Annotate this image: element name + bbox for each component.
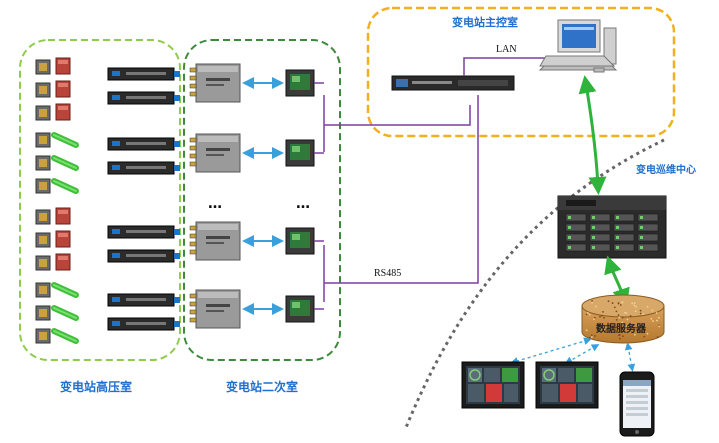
region-label-main-control-room: 变电站主控室	[452, 16, 518, 29]
hv-sensor	[35, 207, 71, 225]
region-label-high-voltage-room: 变电站高压室	[60, 380, 133, 394]
workstation-pc	[538, 19, 618, 73]
client-tablet-2	[535, 361, 599, 409]
database-server	[581, 294, 665, 344]
server-db-link	[604, 255, 630, 307]
db-client-links	[510, 337, 636, 372]
region-label-maintenance-center: 变电巡维中心	[636, 165, 696, 176]
ellipsis-gateways: …	[208, 196, 223, 212]
collector-group	[107, 67, 180, 331]
link-label-lan: LAN	[496, 44, 517, 55]
client-tablet-1	[461, 361, 525, 409]
rs485-bus	[323, 95, 479, 302]
hv-sensor	[35, 282, 79, 298]
collector-module	[107, 137, 180, 151]
ellipsis-displays: …	[296, 196, 311, 212]
network-switch	[391, 75, 515, 91]
collector-module	[107, 293, 180, 307]
main-control-room-box	[366, 6, 676, 138]
region-label-secondary-room: 变电站二次室	[226, 380, 299, 394]
gateway-row	[189, 289, 324, 329]
hv-sensor	[35, 253, 71, 271]
collector-module	[107, 317, 180, 331]
server-rack	[557, 195, 667, 259]
hv-sensor	[35, 230, 71, 248]
gateway-group	[189, 63, 324, 329]
collector-module	[107, 161, 180, 175]
collector-module	[107, 67, 180, 81]
hv-sensor	[35, 178, 79, 194]
secondary-room-box	[183, 39, 341, 361]
hv-sensor	[35, 103, 71, 121]
collector-module	[107, 249, 180, 263]
lan-line	[463, 57, 556, 76]
hv-sensor-group	[35, 57, 79, 344]
pc-server-link	[578, 75, 607, 195]
hv-sensor	[35, 80, 71, 98]
gateway-row	[189, 221, 324, 261]
hv-sensor	[35, 328, 79, 344]
hv-sensor	[35, 132, 79, 148]
gateway-row	[189, 133, 324, 173]
collector-module	[107, 91, 180, 105]
high-voltage-room-box	[19, 39, 181, 361]
link-label-rs485: RS485	[374, 268, 402, 279]
client-phone	[619, 371, 655, 437]
gateway-row	[189, 63, 324, 103]
collector-module	[107, 225, 180, 239]
hv-sensor	[35, 57, 71, 75]
hv-sensor	[35, 155, 79, 171]
database-server-label: 数据服务器	[596, 324, 646, 335]
hv-sensor	[35, 305, 79, 321]
